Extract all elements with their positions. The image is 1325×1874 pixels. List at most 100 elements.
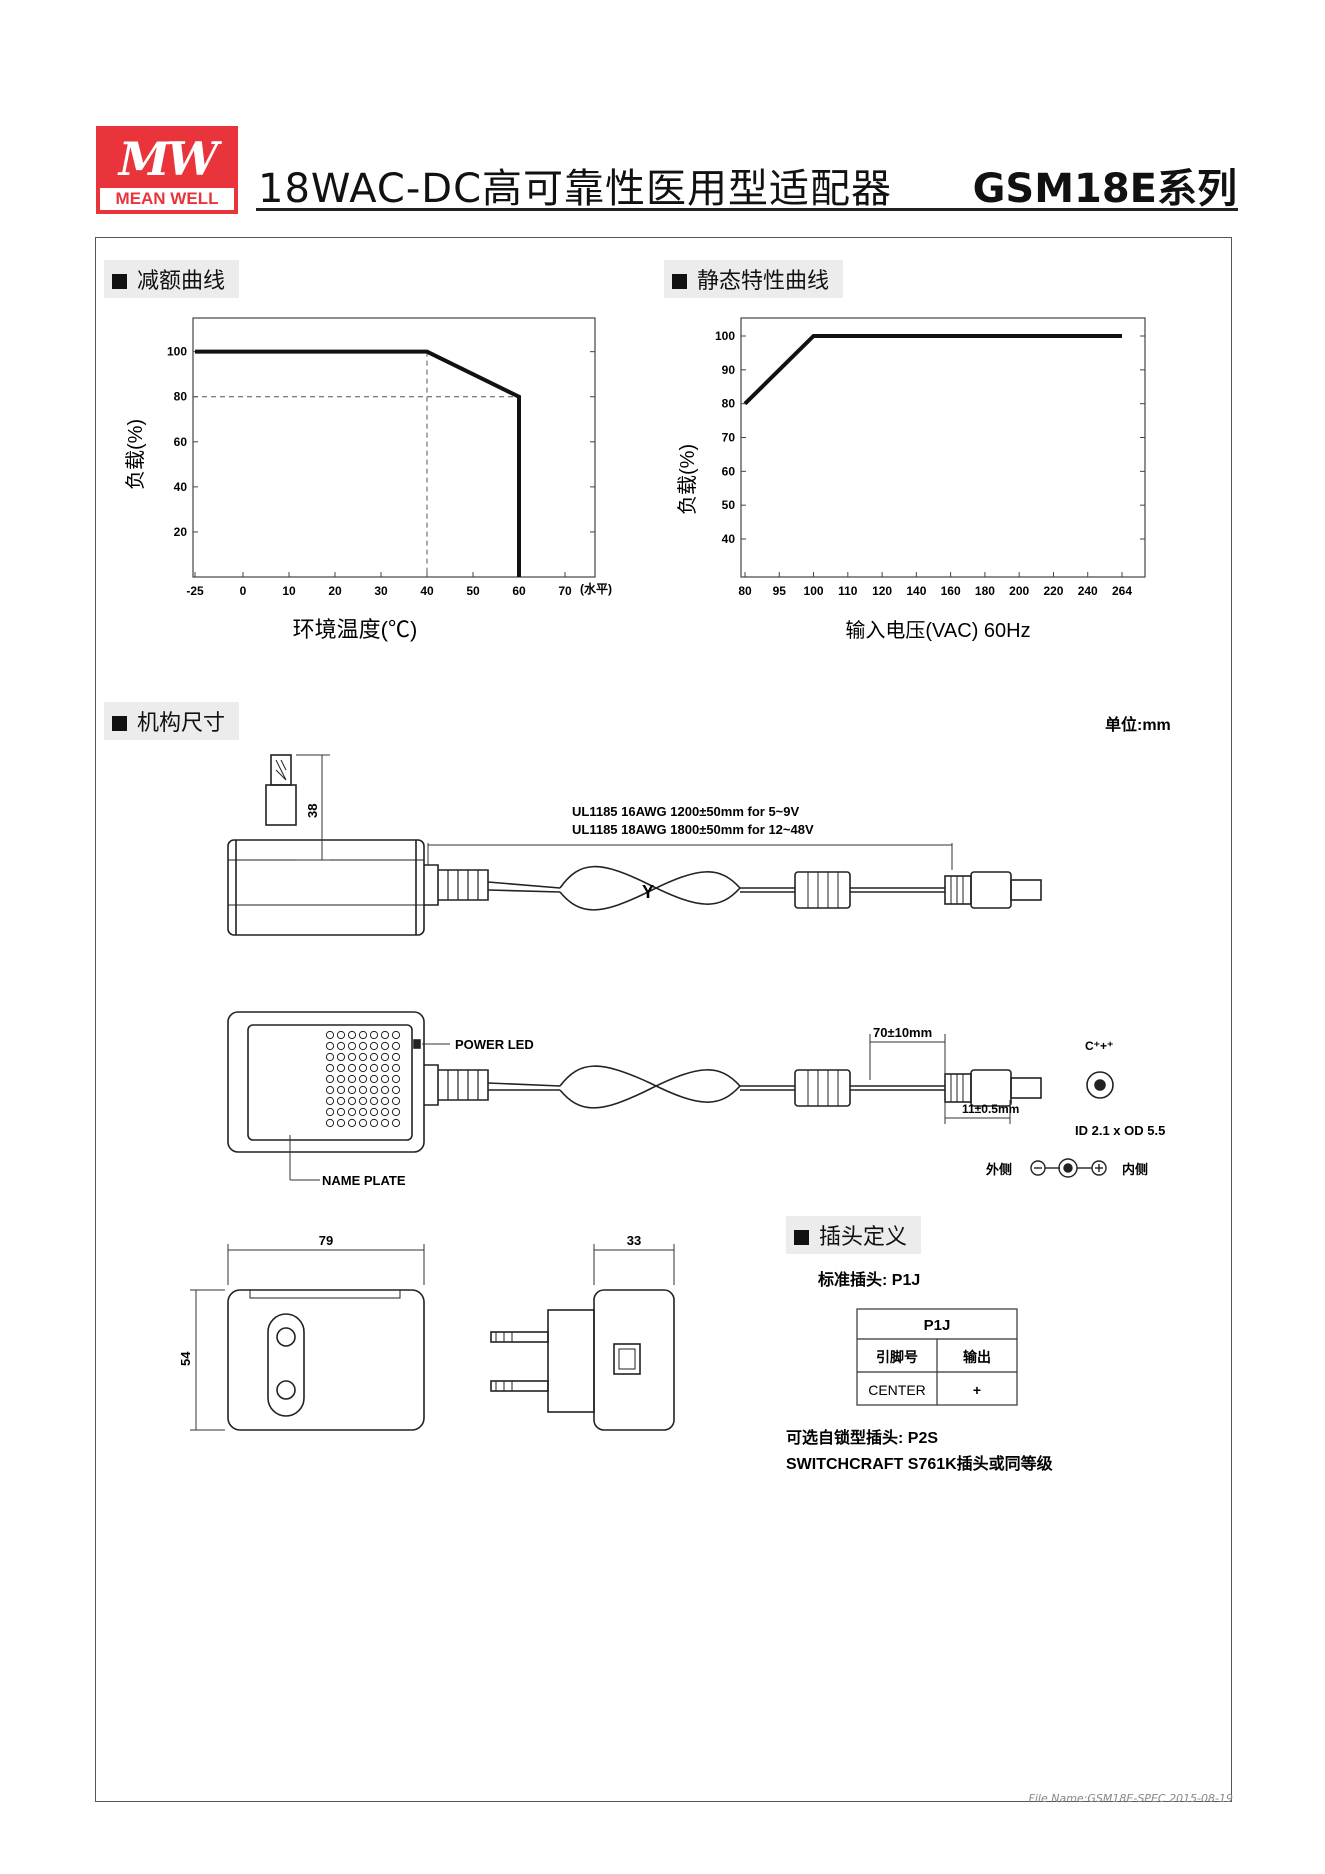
- vent-hole: [347, 1041, 357, 1051]
- vent-hole: [358, 1096, 368, 1106]
- vent-hole: [358, 1085, 368, 1095]
- vent-hole: [336, 1074, 346, 1084]
- vent-hole: [369, 1118, 379, 1128]
- static-x-tick-label: 180: [975, 584, 995, 598]
- outer-label: 外侧: [985, 1162, 1012, 1177]
- polarity-label: C⁺+⁺: [1085, 1039, 1113, 1053]
- vent-hole: [391, 1063, 401, 1073]
- vent-hole: [336, 1118, 346, 1128]
- id-od-label: ID 2.1 x OD 5.5: [1075, 1123, 1165, 1138]
- vent-hole: [380, 1063, 390, 1073]
- vent-hole: [336, 1030, 346, 1040]
- derating-y-label: 负载(%): [124, 419, 147, 490]
- vent-hole: [325, 1074, 335, 1084]
- vent-hole: [391, 1107, 401, 1117]
- dc-plug-barrel: [1010, 879, 1042, 901]
- static-x-tick-label: 140: [906, 584, 926, 598]
- plug-face-socket: [267, 1313, 305, 1417]
- pin-hole-bottom: [276, 1380, 296, 1400]
- static-y-tick-label: 40: [722, 532, 736, 546]
- vent-hole: [380, 1074, 390, 1084]
- derating-y-tick-label: 80: [174, 390, 188, 404]
- derating-x-unit: (水平): [580, 581, 612, 596]
- vent-hole: [336, 1052, 346, 1062]
- profile-body: [593, 1289, 675, 1431]
- heading-square-icon: [672, 274, 687, 289]
- heading-square-icon: [112, 274, 127, 289]
- plug-end-view-pin: [1094, 1079, 1106, 1091]
- static-x-tick-label: 95: [773, 584, 787, 598]
- optional-plug-line2: SWITCHCRAFT S761K插头或同等级: [786, 1454, 1054, 1473]
- static-y-label: 负载(%): [676, 444, 699, 515]
- vent-hole: [358, 1041, 368, 1051]
- vent-hole: [380, 1096, 390, 1106]
- cable-spec-line2: UL1185 18AWG 1800±50mm for 12~48V: [572, 822, 814, 837]
- static-y-tick-label: 100: [715, 329, 735, 343]
- dim-11-label: 11±0.5mm: [962, 1102, 1019, 1116]
- derating-x-tick-label: 60: [512, 584, 526, 598]
- vent-hole: [391, 1118, 401, 1128]
- static-x-tick-label: 120: [872, 584, 892, 598]
- vent-hole: [369, 1063, 379, 1073]
- logo-mw-glyph: MW: [118, 132, 219, 186]
- vent-hole: [347, 1085, 357, 1095]
- section-plug-heading: 插头定义: [786, 1216, 922, 1254]
- front-panel: [247, 1024, 413, 1141]
- vent-hole: [347, 1074, 357, 1084]
- adapter-profile-view: [490, 1289, 675, 1431]
- vent-hole: [369, 1030, 379, 1040]
- vent-hole: [347, 1096, 357, 1106]
- vent-hole: [358, 1063, 368, 1073]
- dc-plug-body-front: [970, 1069, 1012, 1107]
- plug-table-grid: [856, 1308, 1018, 1406]
- static-x-tick-label: 264: [1112, 584, 1132, 598]
- vent-hole: [369, 1041, 379, 1051]
- static-x-tick-label: 200: [1009, 584, 1029, 598]
- dimension-lines-bottom: [190, 1244, 675, 1431]
- vent-hole: [336, 1085, 346, 1095]
- ferrite-core: [794, 871, 851, 909]
- vent-hole: [325, 1096, 335, 1106]
- vent-hole: [369, 1107, 379, 1117]
- optional-plug-line1: 可选自锁型插头: P2S: [786, 1428, 938, 1447]
- derating-x-tick-label: 70: [558, 584, 572, 598]
- document-title: 18WAC-DC高可靠性医用型适配器: [258, 166, 893, 212]
- static-x-tick-label: 110: [838, 584, 858, 598]
- derating-plot-frame: [192, 317, 596, 578]
- plug-pin-base: [265, 784, 297, 826]
- vent-hole: [325, 1052, 335, 1062]
- vent-hole: [391, 1096, 401, 1106]
- vent-holes: [325, 1030, 401, 1128]
- power-led-indicator: [413, 1039, 421, 1049]
- static-y-tick-label: 70: [722, 431, 736, 445]
- vent-hole: [391, 1041, 401, 1051]
- dim-70-label: 70±10mm: [873, 1025, 932, 1040]
- derating-x-tick-label: 30: [374, 584, 388, 598]
- vent-hole: [347, 1030, 357, 1040]
- vent-hole: [347, 1052, 357, 1062]
- derating-x-tick-label: 0: [240, 584, 247, 598]
- adapter-body-front: [227, 1011, 425, 1153]
- title-underline: [256, 208, 1238, 211]
- vent-hole: [391, 1030, 401, 1040]
- ferrite-core-front: [794, 1069, 851, 1107]
- logo-brand-name: MEAN WELL: [100, 188, 234, 210]
- vent-hole: [358, 1107, 368, 1117]
- vent-hole: [380, 1118, 390, 1128]
- vent-hole: [380, 1030, 390, 1040]
- derating-y-tick-label: 100: [167, 345, 187, 359]
- series-title: GSM18E系列: [972, 166, 1237, 212]
- cable-tie-mark: Y: [642, 882, 654, 902]
- dim-79-label: 79: [319, 1233, 333, 1248]
- section-derating-heading: 减额曲线: [104, 260, 240, 298]
- vent-hole: [380, 1085, 390, 1095]
- static-x-tick-label: 160: [941, 584, 961, 598]
- vent-hole: [325, 1107, 335, 1117]
- derating-x-tick-label: 40: [420, 584, 434, 598]
- vent-hole: [347, 1063, 357, 1073]
- derating-y-tick-label: 60: [174, 435, 188, 449]
- vent-hole: [325, 1063, 335, 1073]
- static-y-tick-label: 90: [722, 363, 736, 377]
